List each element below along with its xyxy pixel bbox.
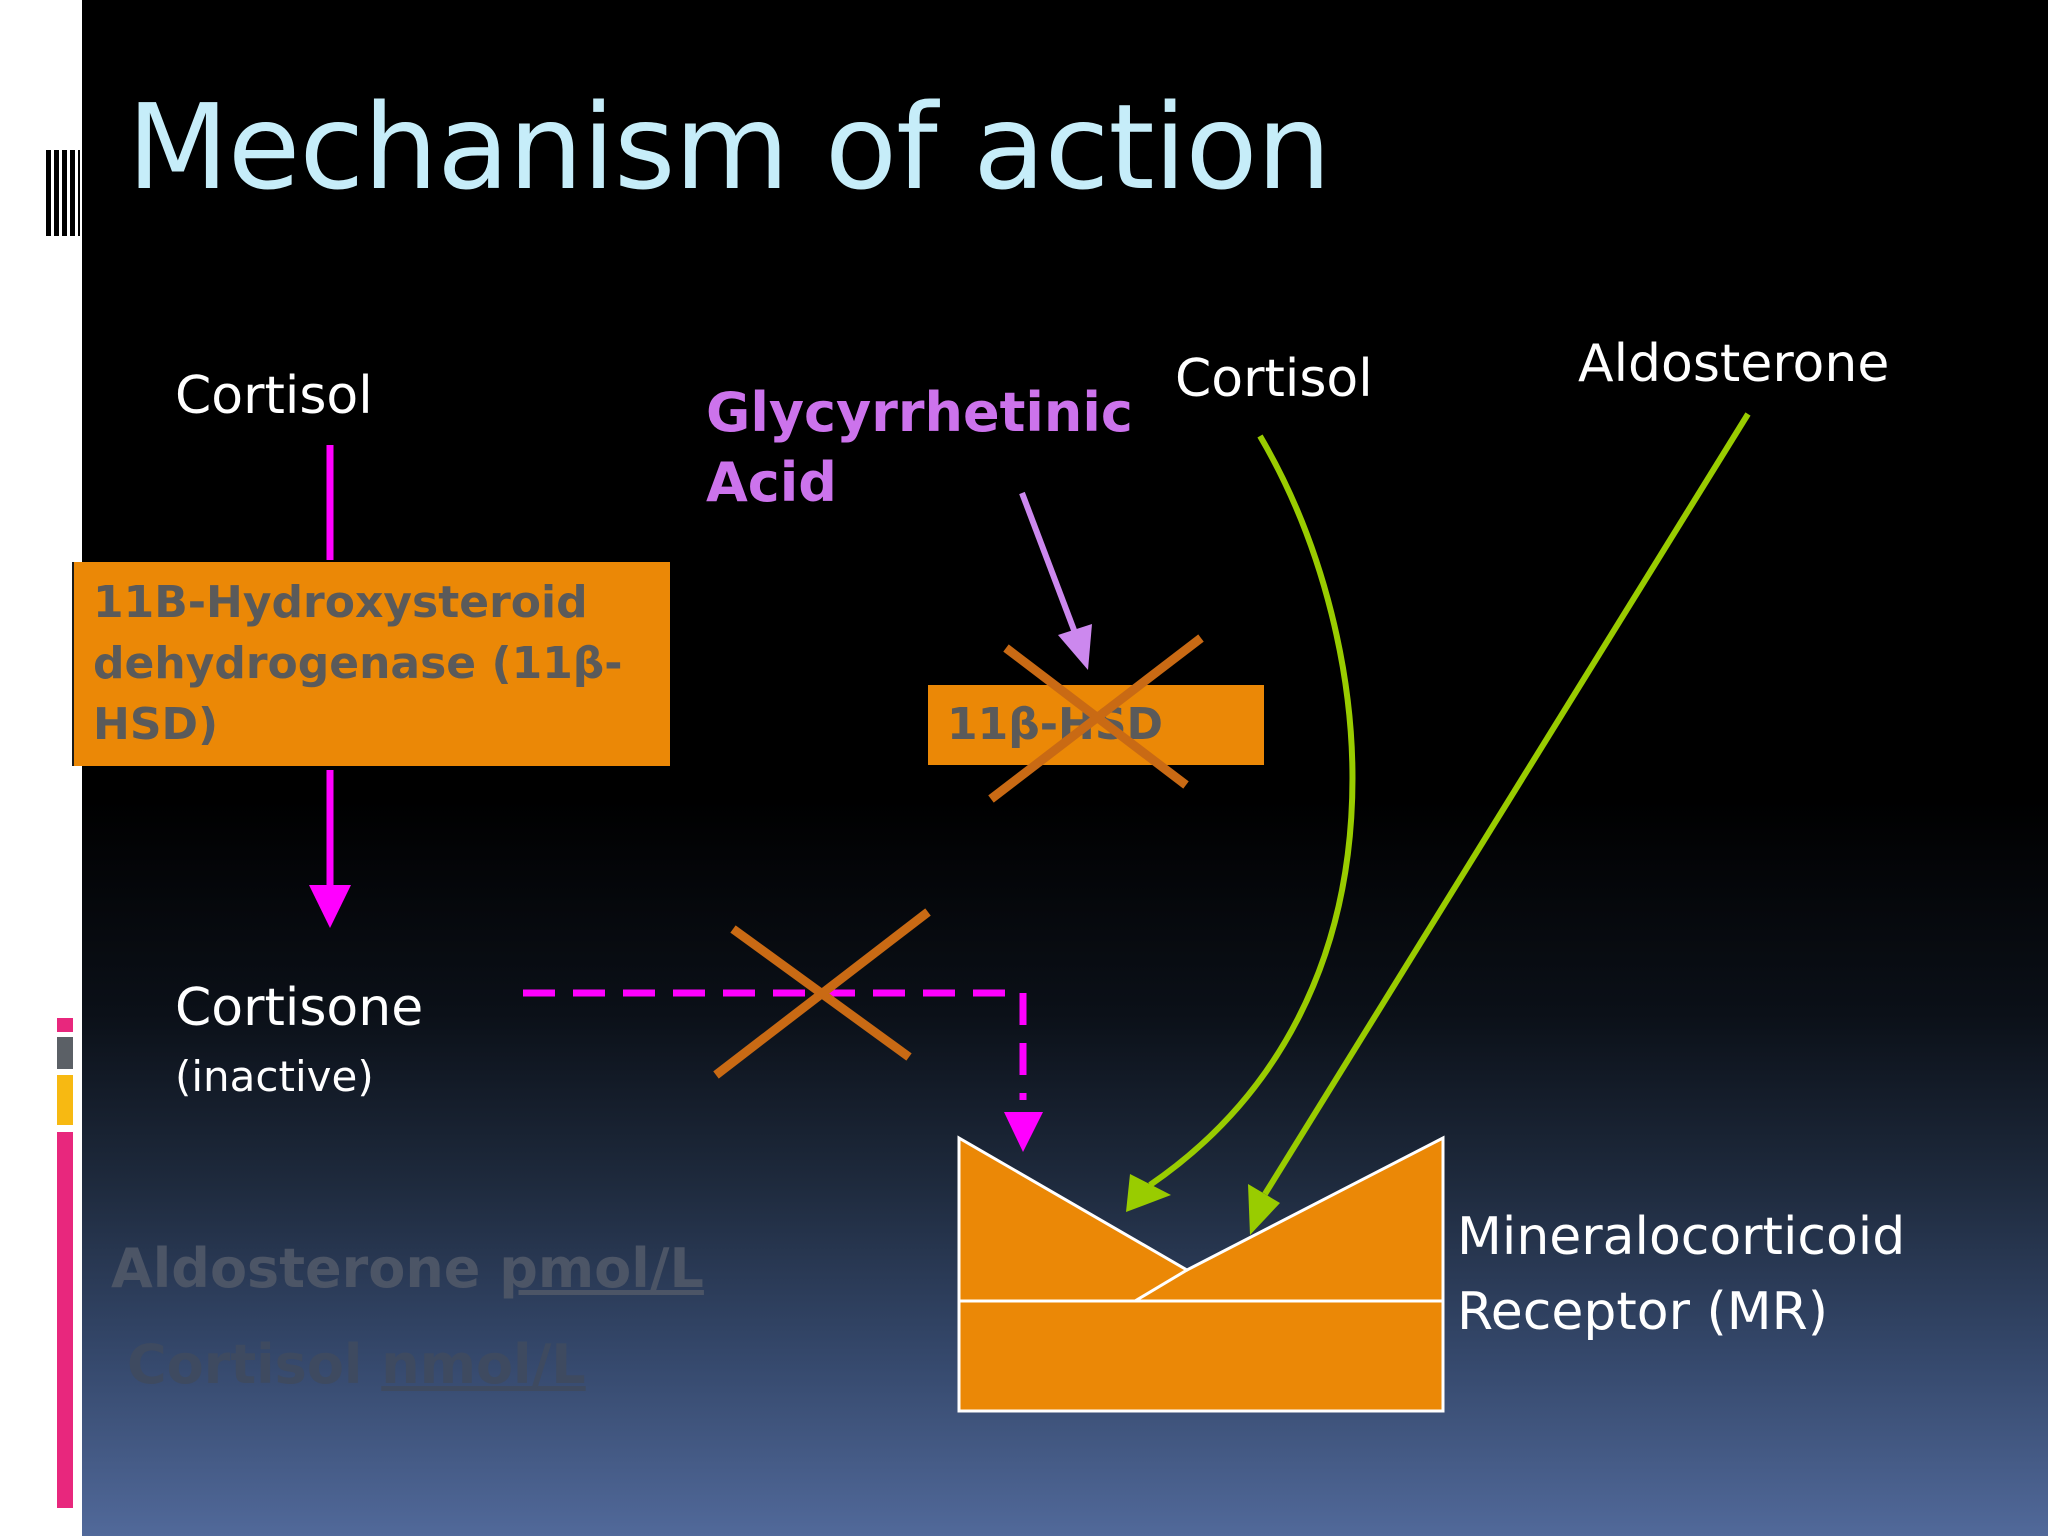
enzyme-box-11b-hsd (72, 562, 670, 766)
accent-bar-pink (57, 1132, 73, 1508)
enzyme-line-1: 11B-Hydroxysteroid (93, 577, 588, 628)
receptor-line-2: Receptor (MR) (1457, 1282, 1829, 1342)
enzyme-box-text: 11B-Hydroxysteroid dehydrogenase (11β- H… (93, 572, 623, 755)
cortisol-label-right: Cortisol (1175, 349, 1373, 409)
aldosterone-label: Aldosterone (1578, 334, 1890, 394)
magenta-arrowhead (309, 885, 351, 928)
receptor-line-1: Mineralocorticoid (1457, 1207, 1906, 1267)
enzyme-line-3: HSD) (93, 699, 219, 750)
purple-inhibitor-arrowhead (1058, 624, 1092, 670)
faded-aldosterone-unit: pmol/L (499, 1237, 704, 1300)
cross-dashed-line-2 (713, 908, 931, 1079)
faded-aldosterone-units: Aldosterone pmol/L (111, 1237, 704, 1300)
accent-bar-yellow (57, 1075, 73, 1125)
faded-cortisol-units: Cortisol nmol/L (127, 1333, 586, 1396)
dashed-arrowhead (1004, 1112, 1043, 1152)
slide-title: Mechanism of action (127, 78, 1331, 216)
receptor-label: Mineralocorticoid Receptor (MR) (1457, 1200, 1905, 1350)
dashed-cortisone-to-receptor (523, 989, 1027, 1100)
purple-inhibitor-arrow-shaft (1019, 491, 1080, 640)
faded-cortisol-unit: nmol/L (381, 1333, 586, 1396)
green-arrow-aldosterone (1262, 412, 1751, 1196)
accent-bar-gray (57, 1037, 73, 1069)
green-arrowhead-cortisol (1126, 1174, 1171, 1212)
accent-bar-pink-top (57, 1018, 73, 1032)
glycyrrhetinic-acid-label: Glycyrrhetinic Acid (706, 378, 1133, 518)
title-bar-decoration (46, 150, 80, 236)
inhibitor-line-2: Acid (706, 451, 837, 514)
inhibitor-line-1: Glycyrrhetinic (706, 381, 1133, 444)
cortisone-label: Cortisone (175, 978, 424, 1038)
receptor-notch-line (1134, 1268, 1188, 1303)
faded-aldosterone-label: Aldosterone (111, 1237, 481, 1300)
green-arrow-cortisol (1148, 434, 1356, 1188)
enzyme-line-2: dehydrogenase (11β- (93, 638, 623, 689)
cortisol-label-left: Cortisol (175, 366, 373, 426)
cortisone-inactive-note: (inactive) (175, 1052, 374, 1101)
mineralocorticoid-receptor-shape (957, 1135, 1445, 1413)
inhibited-enzyme-box (928, 685, 1264, 765)
faded-cortisol-label: Cortisol (127, 1333, 363, 1396)
green-arrowhead-aldosterone (1248, 1184, 1280, 1235)
cross-enzyme-line-2 (988, 634, 1204, 803)
